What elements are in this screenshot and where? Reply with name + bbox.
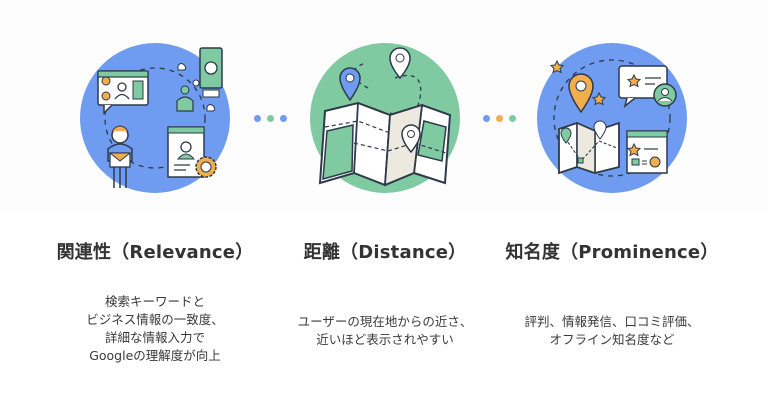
distance-title: 距離（Distance） bbox=[303, 242, 467, 263]
dot-icon bbox=[254, 115, 261, 122]
connector-dots-2 bbox=[483, 115, 516, 122]
connector-dots-1 bbox=[254, 115, 287, 122]
description-line: オフライン知名度など bbox=[549, 332, 675, 347]
description-line: ビジネス情報の一致度、 bbox=[86, 312, 224, 327]
dot-icon bbox=[483, 115, 490, 122]
description-line: 近いほど表示されやすい bbox=[316, 332, 454, 347]
dot-icon bbox=[267, 115, 274, 122]
prominence-description: 評判、情報発信、口コミ評価、 オフライン知名度など bbox=[497, 313, 727, 349]
description-line: 詳細な情報入力で bbox=[104, 330, 205, 345]
relevance-illustration-icon bbox=[80, 43, 230, 193]
prominence-title: 知名度（Prominence） bbox=[505, 242, 719, 263]
description-line: 評判、情報発信、口コミ評価、 bbox=[524, 314, 700, 329]
prominence-illustration-icon bbox=[537, 43, 687, 193]
relevance-title: 関連性（Relevance） bbox=[56, 242, 254, 263]
dot-icon bbox=[509, 115, 516, 122]
distance-description: ユーザーの現在地からの近さ、 近いほど表示されやすい bbox=[270, 313, 500, 349]
relevance-description: 検索キーワードと ビジネス情報の一致度、 詳細な情報入力で Googleの理解度… bbox=[40, 293, 270, 365]
dot-icon bbox=[280, 115, 287, 122]
dot-icon bbox=[496, 115, 503, 122]
distance-map-illustration-icon bbox=[310, 43, 460, 193]
description-line: ユーザーの現在地からの近さ、 bbox=[297, 314, 473, 329]
description-line: Googleの理解度が向上 bbox=[89, 348, 221, 363]
description-line: 検索キーワードと bbox=[104, 294, 205, 309]
